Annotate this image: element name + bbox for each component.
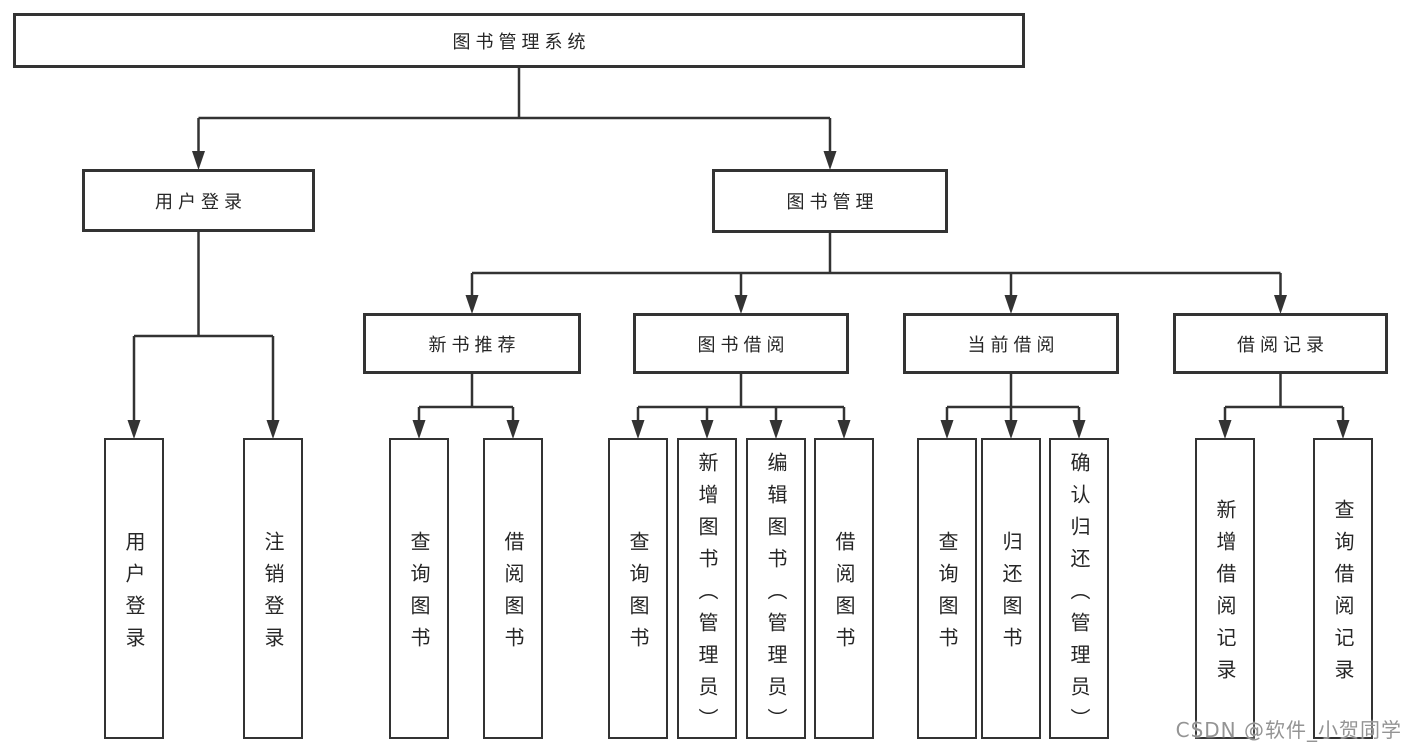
node-leaf-add-books-admin-label: 新增图书（管理员） (695, 452, 719, 740)
arrowhead-icon (837, 420, 851, 439)
arrowhead-icon (1072, 420, 1086, 439)
arrowhead-icon (700, 420, 714, 439)
node-new-book-recommend: 新书推荐 (363, 313, 581, 374)
node-leaf-borrow-books-a: 借阅图书 (483, 438, 543, 739)
arrowhead-icon (1336, 420, 1350, 439)
node-leaf-query-books-b-label: 查询图书 (626, 530, 650, 659)
node-leaf-borrow-books-a-label: 借阅图书 (501, 530, 525, 659)
node-leaf-query-books-c-label: 查询图书 (935, 530, 959, 659)
node-book-management-label: 图书管理 (786, 192, 879, 213)
node-user-login-label: 用户登录 (155, 191, 247, 213)
watermark: CSDN @软件_小贺同学 (1175, 718, 1402, 742)
node-leaf-user-login: 用户登录 (104, 438, 164, 739)
node-leaf-query-books-a: 查询图书 (389, 438, 449, 739)
node-leaf-query-books-a-label: 查询图书 (407, 530, 431, 659)
arrowhead-icon (465, 295, 479, 314)
arrowhead-icon (266, 420, 280, 439)
node-library-management-system: 图书管理系统 (13, 13, 1025, 68)
node-leaf-logout: 注销登录 (243, 438, 303, 739)
arrowhead-icon (631, 420, 645, 439)
arrowhead-icon (1004, 420, 1018, 439)
node-leaf-edit-books-admin: 编辑图书（管理员） (746, 438, 806, 740)
node-current-borrowing-label: 当前借阅 (967, 334, 1060, 356)
node-new-book-recommend-label: 新书推荐 (428, 334, 521, 356)
node-leaf-add-books-admin: 新增图书（管理员） (677, 438, 737, 740)
arrowhead-icon (823, 151, 837, 170)
arrowhead-icon (769, 420, 783, 439)
node-leaf-confirm-return-admin-label: 确认归还（管理员） (1067, 452, 1091, 740)
node-book-borrowing: 图书借阅 (633, 313, 849, 374)
node-leaf-query-books-c: 查询图书 (917, 438, 977, 739)
node-borrowing-records: 借阅记录 (1173, 313, 1388, 374)
node-user-login: 用户登录 (82, 169, 315, 232)
node-leaf-edit-books-admin-label: 编辑图书（管理员） (764, 452, 788, 740)
node-leaf-query-books-b: 查询图书 (608, 438, 668, 739)
arrowhead-icon (506, 420, 520, 439)
node-borrowing-records-label: 借阅记录 (1237, 334, 1329, 356)
arrowhead-icon (940, 420, 954, 439)
node-book-management: 图书管理 (712, 169, 948, 233)
node-leaf-logout-label: 注销登录 (261, 530, 285, 659)
node-leaf-borrow-books-b: 借阅图书 (814, 438, 874, 739)
node-library-management-system-label: 图书管理系统 (452, 31, 591, 53)
node-leaf-user-login-label: 用户登录 (122, 530, 146, 659)
node-leaf-return-books-label: 归还图书 (999, 530, 1023, 659)
node-leaf-return-books: 归还图书 (981, 438, 1041, 739)
node-book-borrowing-label: 图书借阅 (697, 334, 790, 356)
node-leaf-add-borrow-record: 新增借阅记录 (1195, 438, 1255, 739)
arrowhead-icon (1004, 295, 1018, 314)
arrowhead-icon (127, 420, 141, 439)
node-leaf-confirm-return-admin: 确认归还（管理员） (1049, 438, 1109, 740)
arrowhead-icon (1274, 295, 1287, 314)
node-leaf-query-borrow-record-label: 查询借阅记录 (1331, 498, 1355, 691)
arrowhead-icon (192, 151, 205, 170)
arrowhead-icon (734, 295, 748, 314)
node-leaf-query-borrow-record: 查询借阅记录 (1313, 438, 1373, 739)
node-leaf-add-borrow-record-label: 新增借阅记录 (1213, 498, 1237, 691)
arrowhead-icon (1218, 420, 1232, 439)
arrowhead-icon (412, 420, 426, 439)
node-current-borrowing: 当前借阅 (903, 313, 1119, 374)
node-leaf-borrow-books-b-label: 借阅图书 (832, 530, 856, 659)
